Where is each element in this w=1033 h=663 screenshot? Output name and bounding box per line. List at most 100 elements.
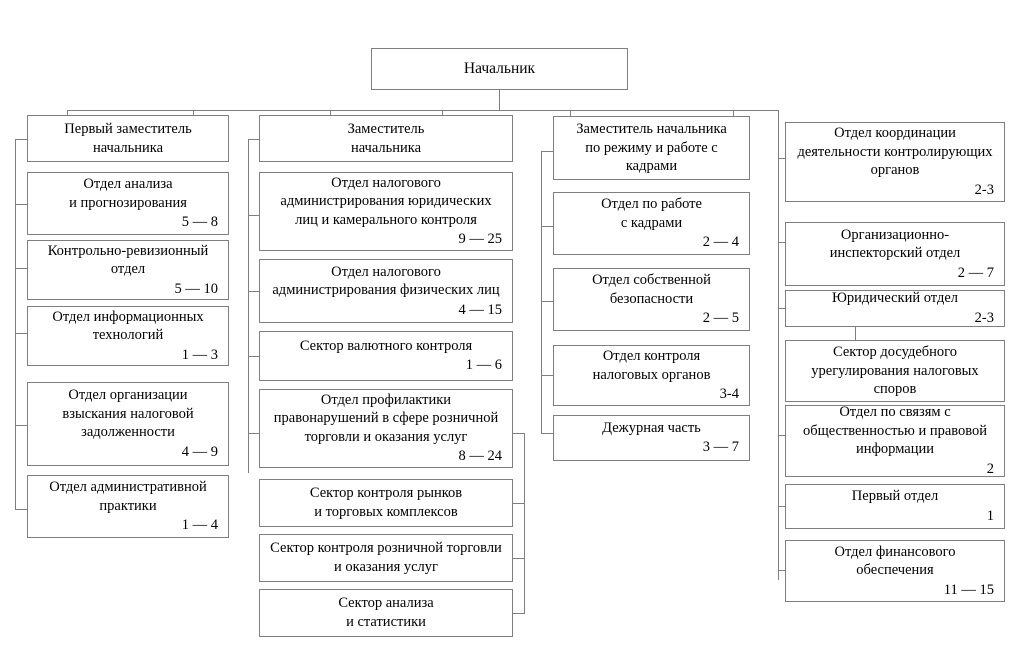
node-col2-item-0[interactable]: Отдел налогового администрирования юриди… <box>259 172 513 251</box>
node-label: Дежурная часть <box>602 419 701 436</box>
stub-col3-0 <box>541 151 553 152</box>
node-label: Заместитель начальника по режиму и работ… <box>576 121 727 175</box>
stub-col2-2 <box>248 291 259 292</box>
node-count: 4 — 9 <box>181 443 218 460</box>
node-label: Заместитель начальника <box>347 120 425 156</box>
node-label: Отдел координации деятельности контролир… <box>797 125 993 179</box>
node-count: 11 — 15 <box>943 581 994 598</box>
node-label: Отдел по работе с кадрами <box>601 196 702 231</box>
node-label: Начальник <box>463 60 536 78</box>
node-label: Отдел финансового обеспечения <box>834 543 956 579</box>
node-label: Юридический отдел <box>831 290 959 307</box>
stub-col4-2 <box>778 308 785 309</box>
stub-col3-3 <box>541 375 553 376</box>
stub-col2-4 <box>248 433 259 434</box>
node-col3-head[interactable]: Заместитель начальника по режиму и работ… <box>553 116 750 180</box>
node-col1-item-2[interactable]: Отдел информационных технологий 1 — 3 <box>27 306 229 366</box>
stub-col1-4 <box>15 425 27 426</box>
stub-col4-5 <box>778 570 785 571</box>
node-label: Отдел налогового администрирования физич… <box>272 263 500 299</box>
stub-col4-0 <box>778 158 785 159</box>
node-col2-subitem-2[interactable]: Сектор анализа и статистики <box>259 589 513 637</box>
bracket-col2-source <box>513 433 525 434</box>
node-col2-item-2[interactable]: Сектор валютного контроля 1 — 6 <box>259 331 513 381</box>
node-label: Отдел по связям с общественностью и прав… <box>802 404 988 458</box>
node-col4-item-6[interactable]: Отдел финансового обеспечения 11 — 15 <box>785 540 1005 602</box>
node-label: Сектор контроля рынков и торговых компле… <box>309 485 463 520</box>
node-col1-head[interactable]: Первый заместитель начальника <box>27 115 229 162</box>
node-col2-item-3[interactable]: Отдел профилактики правонарушений в сфер… <box>259 389 513 468</box>
node-col1-item-1[interactable]: Контрольно-ревизионный отдел 5 — 10 <box>27 240 229 300</box>
node-count: 9 — 25 <box>458 231 503 248</box>
node-label: Отдел административной практики <box>49 479 207 514</box>
connector-drop-col3b <box>733 110 734 116</box>
node-col3-item-2[interactable]: Отдел контроля налоговых органов 3-4 <box>553 345 750 406</box>
node-count: 1 <box>986 507 994 524</box>
bracket-col2-spine <box>524 433 525 613</box>
node-label: Отдел анализа и прогнозирования <box>69 176 187 211</box>
node-count: 5 — 10 <box>174 280 219 297</box>
connector-drop-col1b <box>193 110 194 116</box>
node-count: 2-3 <box>974 309 994 326</box>
stub-col1-0 <box>15 139 27 140</box>
stub-col3-4 <box>541 433 553 434</box>
bracket-col2-sub-1 <box>513 558 525 559</box>
node-col4-item-1[interactable]: Организационно- инспекторский отдел 2 — … <box>785 222 1005 286</box>
node-label: Отдел контроля налоговых органов <box>592 348 711 383</box>
connector-col4-legal-to-sector <box>855 327 856 340</box>
stub-col2-1 <box>248 215 259 216</box>
spine-col3 <box>541 151 542 433</box>
node-col3-item-0[interactable]: Отдел по работе с кадрами 2 — 4 <box>553 192 750 255</box>
node-count: 2 — 7 <box>957 264 994 281</box>
spine-col1 <box>15 139 16 509</box>
stub-col2-3 <box>248 356 259 357</box>
stub-col4-3 <box>778 435 785 436</box>
bracket-col2-sub-2 <box>513 613 525 614</box>
node-count: 3 — 7 <box>702 439 739 456</box>
node-col3-item-3[interactable]: Дежурная часть 3 — 7 <box>553 415 750 461</box>
node-label: Отдел налогового администрирования юриди… <box>280 174 492 228</box>
node-label: Сектор валютного контроля <box>299 337 473 354</box>
spine-col2 <box>248 139 249 473</box>
node-col3-item-1[interactable]: Отдел собственной безопасности 2 — 5 <box>553 268 750 331</box>
node-root[interactable]: Начальник <box>371 48 628 90</box>
node-count: 1 — 6 <box>465 357 502 374</box>
stub-col4-1 <box>778 242 785 243</box>
node-label: Отдел организации взыскания налоговой за… <box>62 387 194 441</box>
node-label: Сектор анализа и статистики <box>338 595 434 630</box>
node-col4-item-4[interactable]: Отдел по связям с общественностью и прав… <box>785 404 1005 477</box>
node-label: Сектор контроля розничной торговли и ока… <box>270 540 502 575</box>
connector-drop-col2 <box>330 110 331 116</box>
bracket-col2-sub-0 <box>513 503 525 504</box>
connector-main-bus <box>67 110 779 111</box>
node-col2-subitem-1[interactable]: Сектор контроля розничной торговли и ока… <box>259 534 513 582</box>
node-col2-head[interactable]: Заместитель начальника <box>259 115 513 162</box>
node-col1-item-0[interactable]: Отдел анализа и прогнозирования 5 — 8 <box>27 172 229 235</box>
connector-root-stem <box>499 90 500 111</box>
node-count: 4 — 15 <box>458 301 503 318</box>
node-count: 2-3 <box>974 181 994 198</box>
node-col1-item-4[interactable]: Отдел административной практики 1 — 4 <box>27 475 229 538</box>
node-label: Отдел профилактики правонарушений в сфер… <box>273 391 499 445</box>
stub-col1-1 <box>15 204 27 205</box>
node-col2-item-1[interactable]: Отдел налогового администрирования физич… <box>259 259 513 323</box>
node-col1-item-3[interactable]: Отдел организации взыскания налоговой за… <box>27 382 229 466</box>
node-label: Отдел собственной безопасности <box>592 272 711 307</box>
node-col4-item-3[interactable]: Сектор досудебного урегулирования налого… <box>785 340 1005 402</box>
node-count: 5 — 8 <box>181 214 218 231</box>
node-label: Первый заместитель начальника <box>64 120 192 156</box>
stub-col2-0 <box>248 139 259 140</box>
spine-col4 <box>778 110 779 580</box>
node-col4-item-0[interactable]: Отдел координации деятельности контролир… <box>785 122 1005 202</box>
node-label: Первый отдел <box>851 488 939 505</box>
stub-col3-2 <box>541 301 553 302</box>
node-label: Контрольно-ревизионный отдел <box>47 242 209 278</box>
stub-col4-4 <box>778 506 785 507</box>
node-col4-item-2[interactable]: Юридический отдел 2-3 <box>785 290 1005 327</box>
connector-drop-col2b <box>442 110 443 116</box>
node-count: 3-4 <box>719 386 739 403</box>
node-col4-item-5[interactable]: Первый отдел 1 <box>785 484 1005 529</box>
node-count: 1 — 4 <box>181 517 218 534</box>
node-col2-subitem-0[interactable]: Сектор контроля рынков и торговых компле… <box>259 479 513 527</box>
